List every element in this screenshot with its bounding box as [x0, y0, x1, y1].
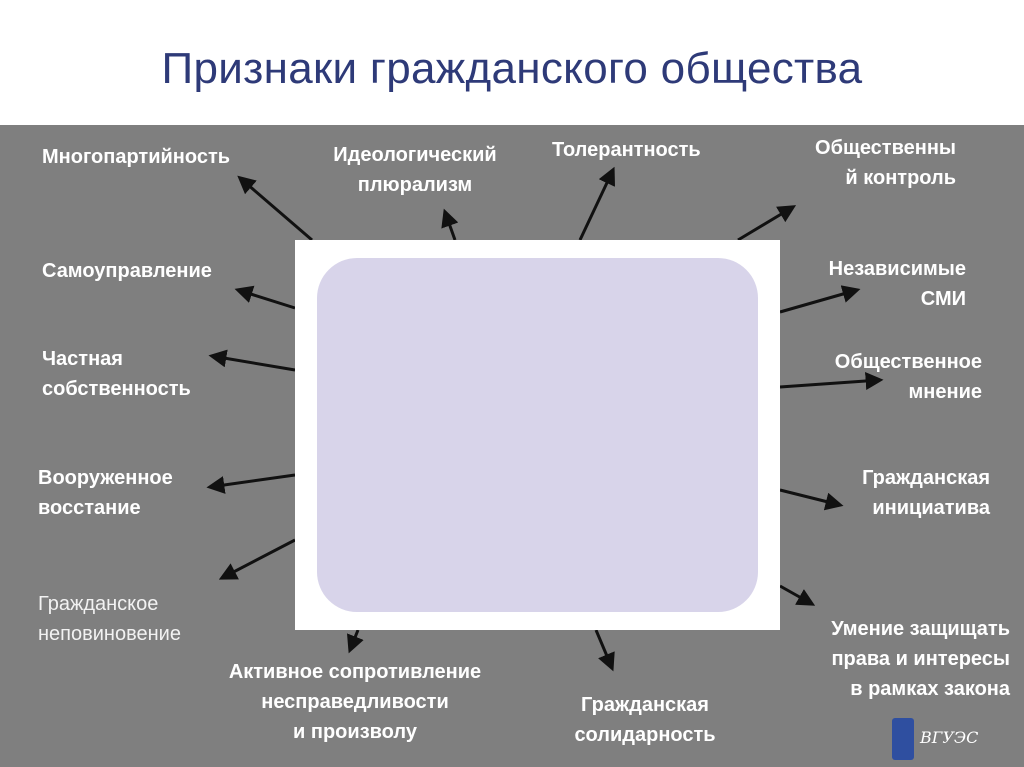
university-logo: ВГУЭС	[892, 718, 1012, 760]
logo-emblem-icon	[892, 718, 914, 760]
title-band	[0, 0, 1024, 125]
arrow-civic-initiative	[779, 488, 844, 511]
arrow-active-resistance	[346, 629, 364, 654]
logo-text: ВГУЭС	[920, 728, 979, 747]
arrow-defend-rights	[779, 584, 816, 606]
arrow-public-opinion	[779, 372, 884, 390]
slide-title: Признаки гражданского общества	[161, 44, 863, 93]
label-independent-media: Независимые СМИ	[828, 258, 966, 310]
label-private-property: Частная собственность	[42, 348, 191, 400]
label-public-opinion: Общественное мнение	[834, 351, 982, 403]
label-armed-uprising: Вооруженное восстание	[38, 467, 173, 519]
arrow-civil-disobedience	[218, 538, 296, 580]
label-ideological-pluralism: Идеологический плюрализм	[333, 144, 497, 196]
arrow-multiparty	[237, 175, 313, 242]
label-civil-disobedience: Гражданское неповиновение	[38, 593, 181, 645]
arrow-ideological	[441, 208, 459, 241]
arrow-armed-uprising	[206, 473, 296, 494]
arrow-tolerance	[578, 166, 616, 241]
arrow-private-property	[208, 349, 296, 372]
illustration-placeholder	[317, 258, 758, 612]
people-group-illustration	[295, 240, 780, 630]
label-defend-rights: Умение защищать права и интересы в рамка…	[831, 618, 1010, 700]
arrow-public-control	[737, 205, 797, 242]
arrow-self-government	[234, 285, 296, 310]
arrow-independent-media	[779, 285, 861, 314]
label-active-resistance: Активное сопротивление несправедливости …	[228, 661, 482, 743]
label-civic-initiative: Гражданская инициатива	[862, 467, 990, 519]
label-tolerance: Толерантность	[552, 139, 701, 161]
label-civic-solidarity: Гражданская солидарность	[574, 694, 716, 746]
label-multiparty: Многопартийность	[42, 146, 231, 168]
label-self-government: Самоуправление	[42, 260, 212, 282]
arrow-civic-solidarity	[594, 629, 615, 672]
label-public-control: Общественны й контроль	[815, 137, 956, 189]
